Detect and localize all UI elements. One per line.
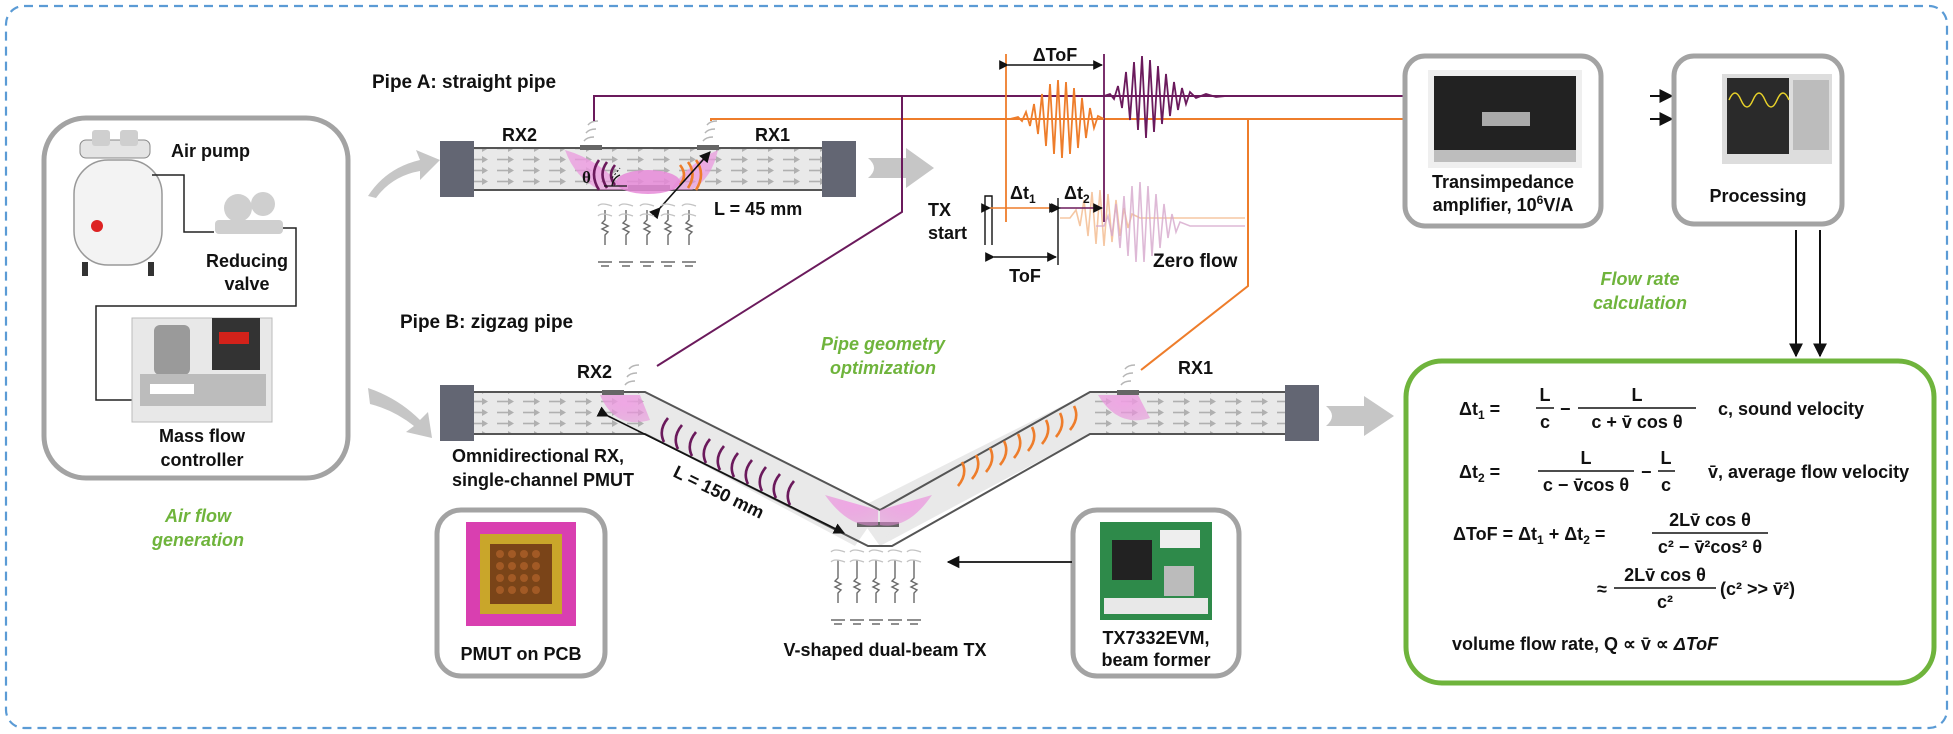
svg-text:c, sound velocity: c, sound velocity [1718, 399, 1864, 419]
flow-arrow-to-pipe-b [368, 388, 432, 438]
tia-label-2: amplifier, 106V/A [1433, 193, 1574, 215]
mfc-label-2: controller [160, 450, 243, 470]
pipe-a-end-cap-left [440, 141, 474, 197]
mfc-label: Mass flow [159, 426, 246, 446]
omni-rx-label-2: single-channel PMUT [452, 470, 634, 490]
flow-arrow-to-pipe-a [368, 150, 440, 198]
wire-rx1-a [710, 118, 1404, 121]
air-flow-section-label: Air flow [164, 506, 232, 526]
plum-wave-packet [1103, 55, 1252, 139]
equation-approx: ≈ 2Lv̄ cos θ c² (c² >> v̄²) [1597, 565, 1795, 612]
pipe-a-rx1-label: RX1 [755, 125, 790, 145]
tia-photo [1428, 70, 1582, 168]
valve-mfc-pipe [95, 227, 297, 401]
evm-photo [1100, 522, 1212, 620]
svg-text:ΔToF = Δt1 + Δt2 =: ΔToF = Δt1 + Δt2 = [1453, 524, 1605, 547]
dt1-label: Δt1 [1010, 183, 1036, 206]
vshaped-tx-label: V-shaped dual-beam TX [783, 640, 986, 660]
pipe-b-rx1-label: RX1 [1178, 358, 1213, 378]
equation-volume-flow: volume flow rate, Q ∝ v̄ ∝ ΔToF [1452, 634, 1719, 654]
pipe-a-title: Pipe A: straight pipe [372, 72, 556, 93]
pipe-b-outflow-arrow [1326, 396, 1394, 436]
pipe-b-title: Pipe B: zigzag pipe [400, 312, 573, 333]
wire-rx1-b [1140, 119, 1249, 371]
svg-text:Δt2 =: Δt2 = [1459, 462, 1500, 485]
svg-text:−: − [1560, 399, 1571, 419]
pipe-geometry-label: Pipe geometry [821, 334, 946, 354]
svg-text:2Lv̄ cos θ: 2Lv̄ cos θ [1624, 565, 1706, 585]
evm-label: TX7332EVM, [1102, 628, 1209, 648]
oscilloscope-photo [1722, 74, 1832, 164]
equation-dt2: Δt2 = L c − v̄cos θ − L c v̄, average fl… [1459, 448, 1909, 495]
reducing-valve-icon [215, 192, 283, 234]
air-pump-photo [73, 130, 163, 276]
svg-text:L: L [1632, 385, 1643, 405]
pipe-a-tx-array [598, 210, 696, 267]
pipe-b-rx1-waves [956, 405, 1078, 487]
svg-text:c + v̄ cos θ: c + v̄ cos θ [1591, 412, 1682, 432]
svg-text:2Lv̄ cos θ: 2Lv̄ cos θ [1669, 510, 1751, 530]
svg-text:c: c [1661, 475, 1671, 495]
svg-text:Δt1 =: Δt1 = [1459, 399, 1500, 422]
air-flow-section-label-2: generation [151, 530, 244, 550]
orange-wave-packet [1009, 79, 1105, 159]
equation-dtof: ΔToF = Δt1 + Δt2 = 2Lv̄ cos θ c² − v̄²co… [1453, 510, 1768, 557]
pipe-a-rx2-label: RX2 [502, 125, 537, 145]
reducing-valve-label-2: valve [224, 274, 269, 294]
flow-calc-label-2: calculation [1593, 293, 1687, 313]
svg-text:L: L [1581, 448, 1592, 468]
svg-text:v̄, average flow velocity: v̄, average flow velocity [1708, 462, 1909, 482]
svg-text:(c² >> v̄²): (c² >> v̄²) [1720, 579, 1795, 599]
svg-text:L: L [1540, 385, 1551, 405]
pipe-a-length-label: L = 45 mm [714, 199, 802, 219]
processing-label: Processing [1709, 186, 1806, 206]
pipe-geometry-label-2: optimization [830, 358, 936, 378]
air-pump-label: Air pump [171, 141, 250, 161]
pipe-a [440, 120, 856, 267]
zero-flow-label: Zero flow [1153, 251, 1238, 272]
svg-text:≈: ≈ [1597, 579, 1607, 599]
pipe-a-end-cap-right [822, 141, 856, 197]
flow-calc-label: Flow rate [1600, 269, 1679, 289]
omni-rx-label: Omnidirectional RX, [452, 446, 624, 466]
pipe-b-tx-array [831, 560, 921, 625]
svg-text:c²: c² [1657, 592, 1673, 612]
mass-flow-controller-photo [131, 317, 273, 423]
pmut-photo [466, 522, 576, 626]
svg-text:L: L [1661, 448, 1672, 468]
reducing-valve-label: Reducing [206, 251, 288, 271]
pump-valve-pipe [152, 174, 214, 233]
svg-text:c² − v̄²cos² θ: c² − v̄²cos² θ [1658, 537, 1762, 557]
svg-text:−: − [1641, 462, 1652, 482]
svg-text:c: c [1540, 412, 1550, 432]
pipe-b-end-cap-left [440, 385, 474, 441]
tof-label: ToF [1009, 266, 1041, 286]
evm-label-2: beam former [1101, 650, 1210, 670]
wire-rx2-a [593, 95, 1404, 121]
wire-rx2-b [656, 96, 903, 367]
equation-dt1: Δt1 = L c − L c + v̄ cos θ c, sound velo… [1459, 385, 1864, 432]
equations-panel [1403, 358, 1937, 686]
pipe-b [440, 364, 1319, 625]
pmut-pcb-label: PMUT on PCB [461, 644, 582, 664]
pipe-b-end-cap-right [1285, 385, 1319, 441]
dtof-label: ΔToF [1033, 45, 1078, 65]
tx-label: TX [928, 200, 951, 220]
theta-label: θ [582, 168, 591, 187]
waveforms [981, 54, 1252, 265]
pipe-b-rx2-label: RX2 [577, 362, 612, 382]
dt2-label: Δt2 [1064, 183, 1090, 206]
svg-text:c − v̄cos θ: c − v̄cos θ [1543, 475, 1629, 495]
tx-start-label: start [928, 223, 967, 243]
tia-label: Transimpedance [1432, 172, 1574, 192]
outer-frame [4, 4, 1949, 730]
